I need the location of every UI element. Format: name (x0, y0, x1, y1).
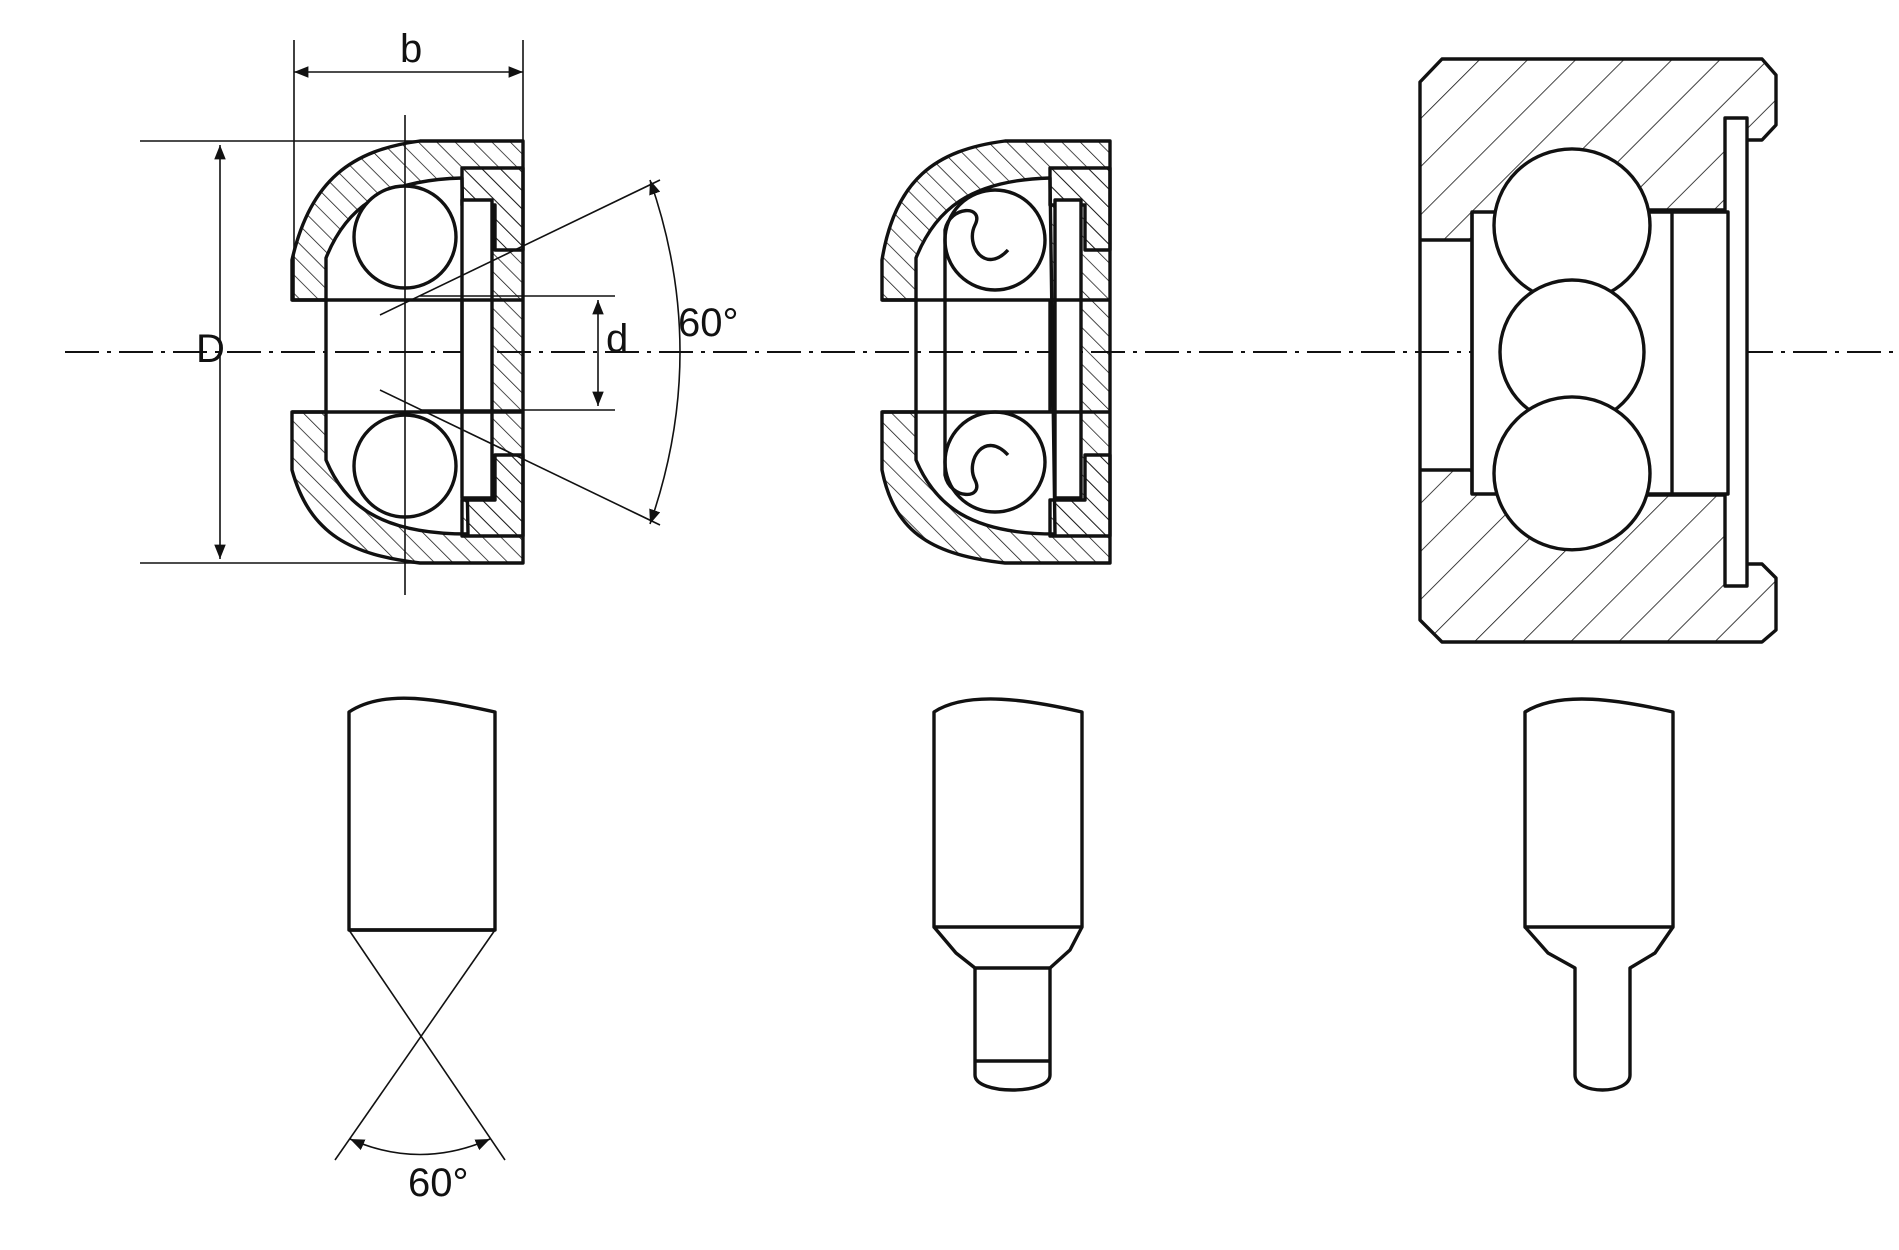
label-b: b (400, 27, 422, 71)
bearing-section-right (1418, 57, 1778, 644)
label-D: D (196, 327, 225, 371)
tool-left (334, 696, 506, 1161)
label-angle: 60° (678, 301, 739, 345)
tool-right (1523, 697, 1675, 1092)
label-tool-angle: 60° (408, 1161, 469, 1205)
dimension-lines-left (140, 40, 681, 595)
bearing-section-middle (880, 139, 1112, 565)
label-d: d (606, 317, 628, 361)
tool-middle (932, 697, 1084, 1092)
